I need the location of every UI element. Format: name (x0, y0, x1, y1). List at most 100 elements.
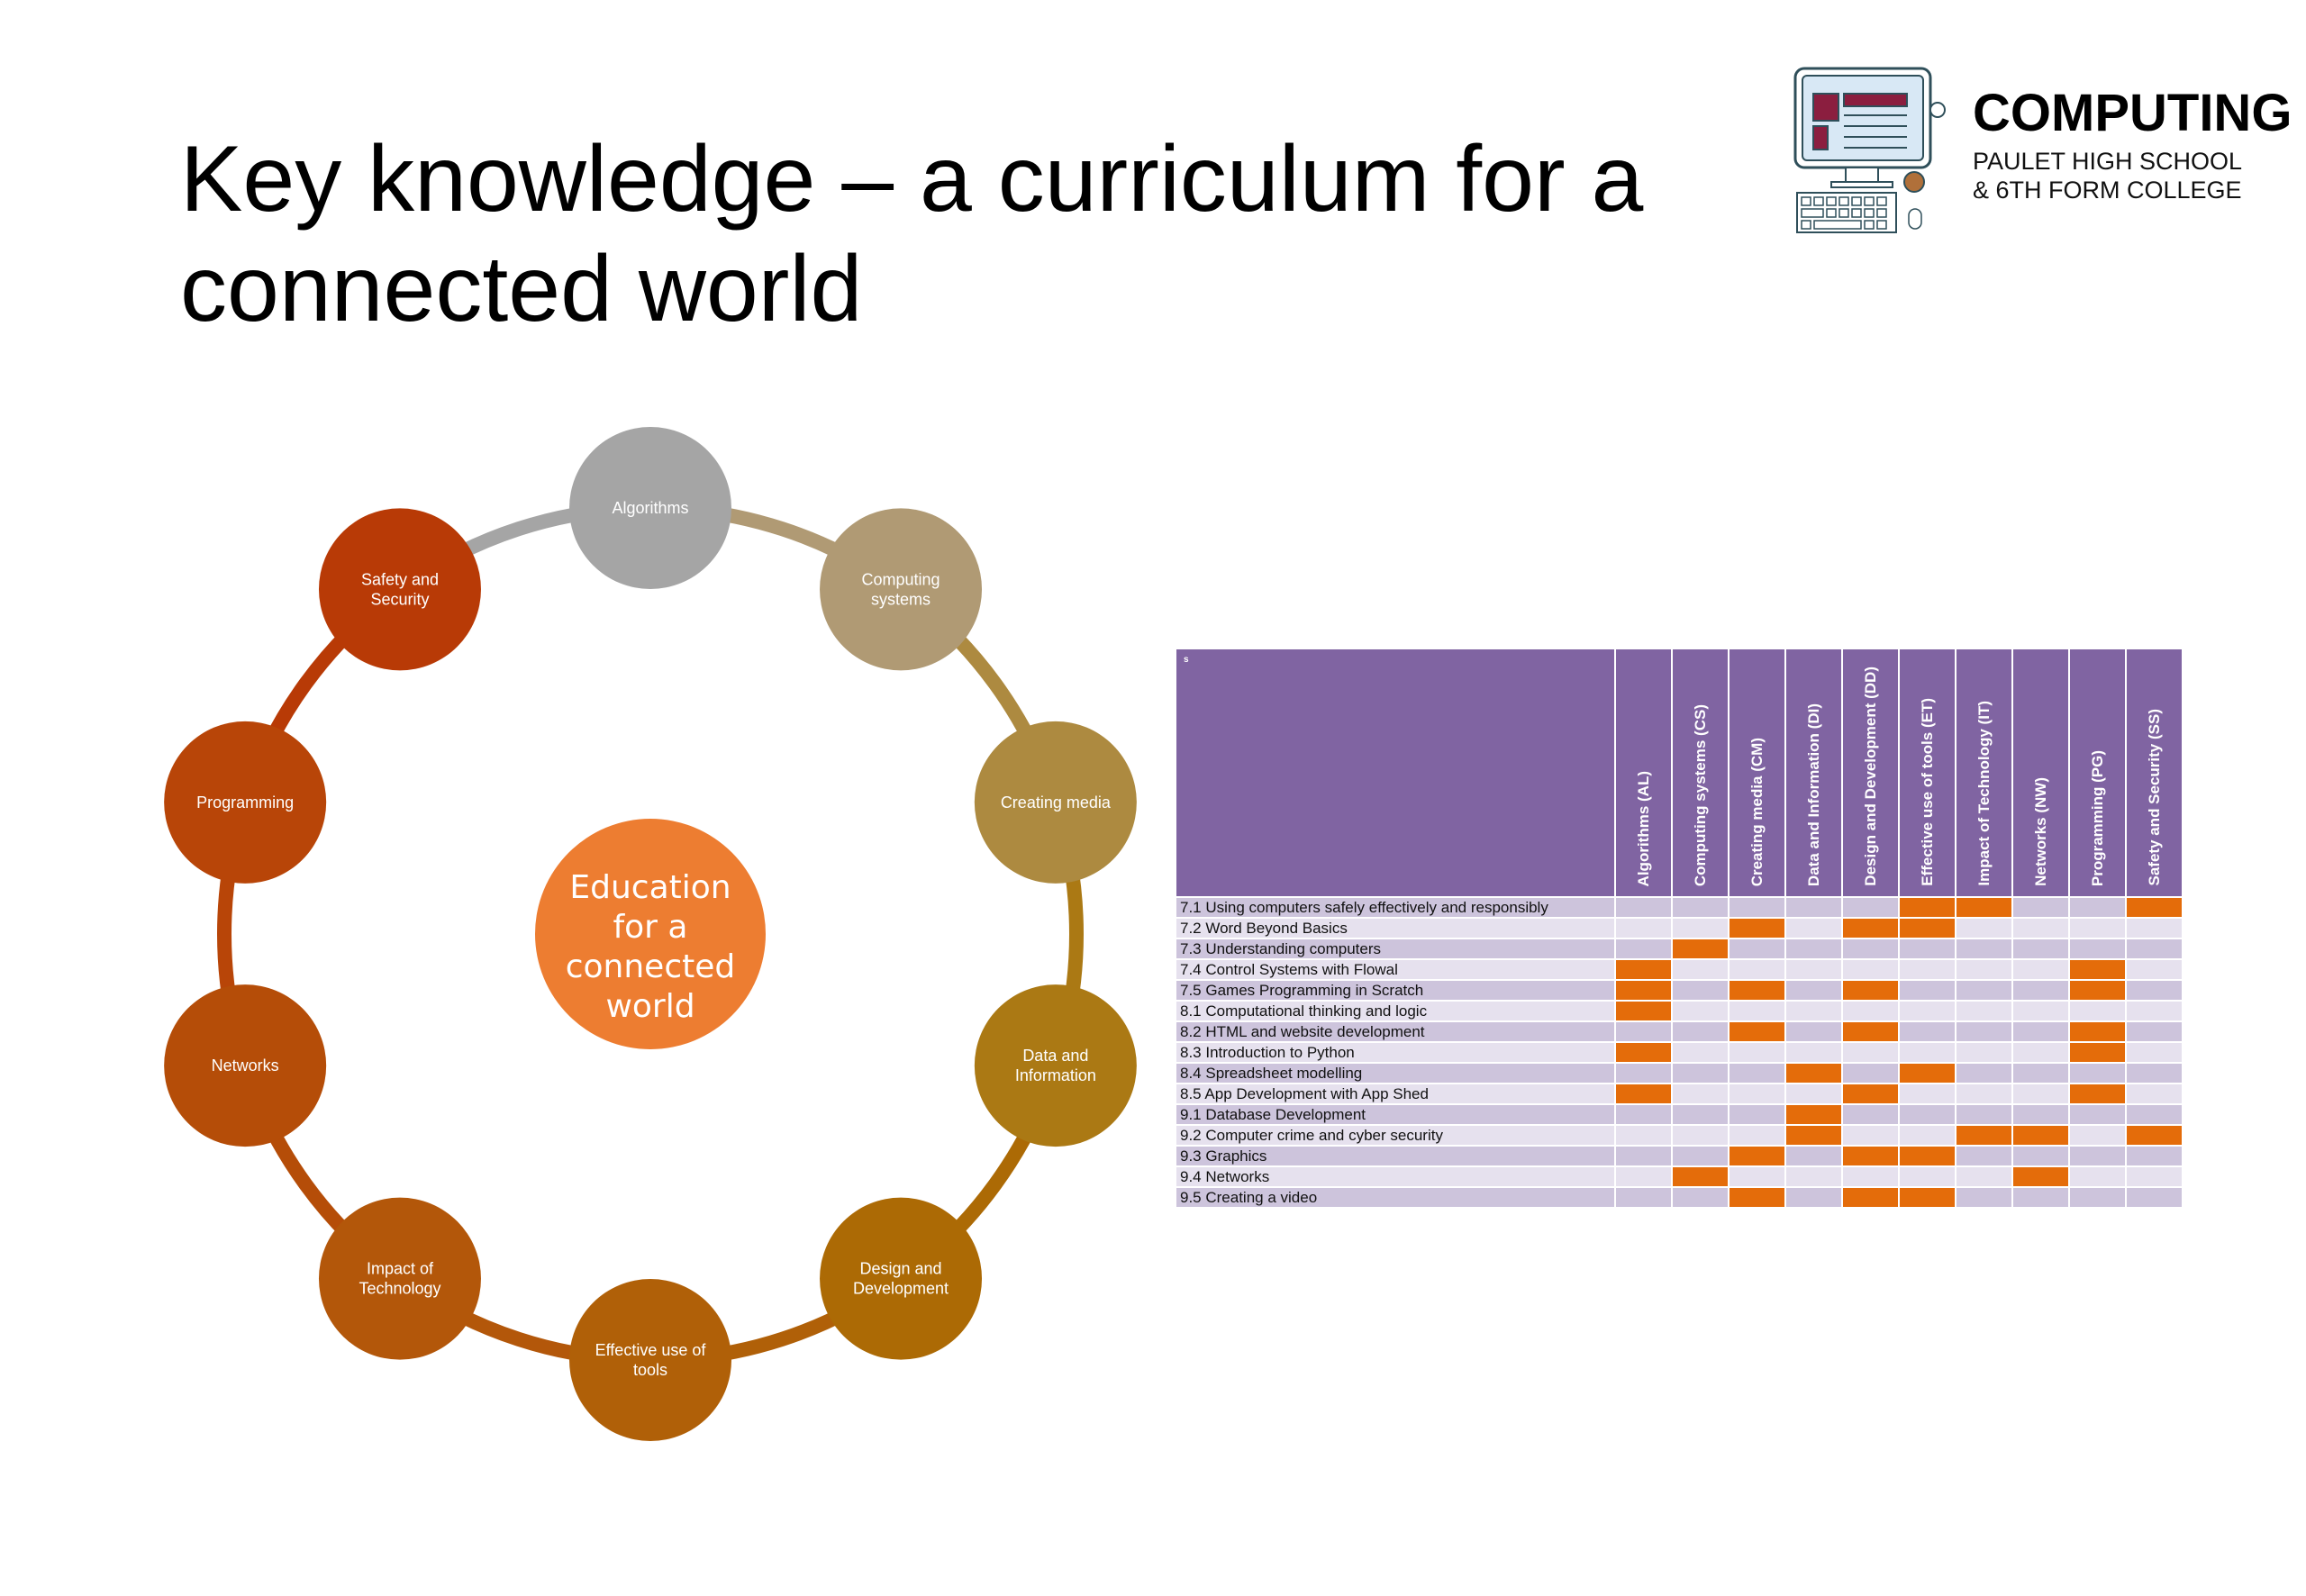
empty-cell (1784, 1083, 1843, 1105)
mapped-cell (1614, 1041, 1673, 1064)
empty-cell (1898, 1103, 1956, 1126)
unit-label: 7.3 Understanding computers (1175, 938, 1616, 960)
empty-cell (2125, 1041, 2183, 1064)
logo-school: PAULET HIGH SCHOOL (1973, 148, 2243, 175)
mapped-cell (1898, 896, 1956, 919)
empty-cell (1671, 1041, 1730, 1064)
empty-cell (1955, 979, 2013, 1002)
empty-cell (1671, 1124, 1730, 1147)
empty-cell (2125, 1103, 2183, 1126)
mapped-cell (1841, 1186, 1900, 1209)
node-label: tools (633, 1361, 667, 1379)
empty-cell (1784, 1000, 1843, 1022)
node-circle (974, 721, 1137, 884)
empty-cell (2125, 979, 2183, 1002)
mapped-cell (1955, 1124, 2013, 1147)
empty-cell (1841, 1041, 1900, 1064)
empty-cell (2011, 896, 2070, 919)
center-label: for a (613, 909, 687, 946)
empty-cell (1955, 1145, 2013, 1167)
empty-cell (2011, 979, 2070, 1002)
column-header-label: Data and Information (DI) (1804, 703, 1822, 886)
empty-cell (1614, 917, 1673, 939)
node-circle (974, 984, 1137, 1147)
empty-cell (2011, 917, 2070, 939)
empty-cell (1671, 979, 1730, 1002)
empty-cell (2068, 896, 2127, 919)
column-header: Design and Development (DD) (1841, 648, 1900, 898)
table-row: 7.2 Word Beyond Basics (1175, 917, 2183, 939)
unit-label: 9.2 Computer crime and cyber security (1175, 1124, 1616, 1147)
mapped-cell (1728, 1020, 1786, 1043)
empty-cell (1728, 1083, 1786, 1105)
mapped-cell (2011, 1124, 2070, 1147)
node-circle (318, 1197, 481, 1360)
mapped-cell (1841, 1020, 1900, 1043)
node-label: Computing (861, 570, 940, 588)
empty-cell (2011, 1083, 2070, 1105)
empty-cell (2011, 958, 2070, 981)
table-row: 8.3 Introduction to Python (1175, 1041, 2183, 1064)
mapped-cell (2068, 1020, 2127, 1043)
empty-cell (1898, 958, 1956, 981)
unit-label: 8.4 Spreadsheet modelling (1175, 1062, 1616, 1084)
node-label: Effective use of (595, 1341, 707, 1359)
empty-cell (1784, 896, 1843, 919)
mapped-cell (1784, 1124, 1843, 1147)
mapped-cell (1671, 938, 1730, 960)
empty-cell (1614, 938, 1673, 960)
empty-cell (1841, 958, 1900, 981)
node-label: Safety and (361, 570, 439, 588)
table-row: 8.5 App Development with App Shed (1175, 1083, 2183, 1105)
column-header: Programming (PG) (2068, 648, 2127, 898)
unit-label: 7.1 Using computers safely effectively a… (1175, 896, 1616, 919)
empty-cell (1841, 1124, 1900, 1147)
unit-label: 8.3 Introduction to Python (1175, 1041, 1616, 1064)
empty-cell (2068, 1145, 2127, 1167)
empty-cell (2011, 1020, 2070, 1043)
empty-cell (1671, 1145, 1730, 1167)
mapped-cell (1898, 1186, 1956, 1209)
column-header: Networks (NW) (2011, 648, 2070, 898)
mapped-cell (2068, 1083, 2127, 1105)
empty-cell (1728, 1124, 1786, 1147)
empty-cell (1671, 917, 1730, 939)
table-row: 9.3 Graphics (1175, 1145, 2183, 1167)
center-circle (535, 819, 766, 1049)
center-label: Education (569, 869, 731, 906)
empty-cell (1671, 1020, 1730, 1043)
empty-cell (1955, 1020, 2013, 1043)
empty-cell (1784, 1041, 1843, 1064)
empty-cell (1784, 938, 1843, 960)
empty-cell (1614, 1020, 1673, 1043)
empty-cell (2125, 958, 2183, 981)
empty-cell (2011, 1186, 2070, 1209)
mapped-cell (2068, 1041, 2127, 1064)
column-header: Data and Information (DI) (1784, 648, 1843, 898)
node-label: Programming (196, 793, 294, 812)
empty-cell (1614, 1186, 1673, 1209)
mapped-cell (2068, 958, 2127, 981)
empty-cell (1898, 1165, 1956, 1188)
empty-cell (2068, 1124, 2127, 1147)
mapped-cell (1614, 979, 1673, 1002)
empty-cell (1898, 1041, 1956, 1064)
empty-cell (2068, 1165, 2127, 1188)
empty-cell (1955, 1083, 2013, 1105)
empty-cell (1728, 938, 1786, 960)
mapped-cell (1728, 1186, 1786, 1209)
computing-logo: COMPUTING PAULET HIGH SCHOOL & 6TH FORM … (1788, 65, 2301, 236)
column-header: Impact of Technology (IT) (1955, 648, 2013, 898)
empty-cell (1955, 1103, 2013, 1126)
empty-cell (2125, 1165, 2183, 1188)
empty-cell (2125, 1020, 2183, 1043)
empty-cell (1955, 1165, 2013, 1188)
empty-cell (1614, 1145, 1673, 1167)
matrix-corner: s (1175, 648, 1616, 898)
column-header-label: Creating media (CM) (1748, 737, 1766, 886)
node-label: Impact of (367, 1260, 434, 1278)
empty-cell (1671, 1062, 1730, 1084)
